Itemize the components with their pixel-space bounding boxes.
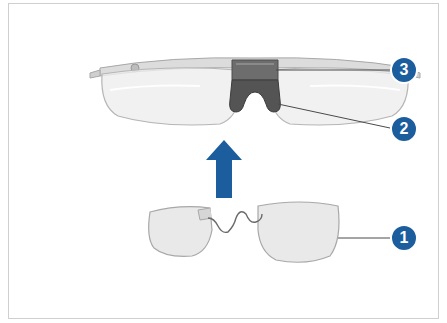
insert-wire — [208, 212, 262, 233]
lens-highlight — [310, 86, 400, 91]
leader-line — [276, 70, 390, 71]
callout-number: 3 — [390, 56, 418, 84]
nose-pad — [230, 80, 281, 112]
callout-number: 1 — [390, 224, 418, 252]
insert-arrow — [206, 140, 242, 198]
lens-highlight — [110, 86, 200, 91]
leader-line — [338, 238, 390, 239]
insert-lens-left — [149, 207, 212, 257]
leader-line — [278, 104, 390, 128]
callout-number: 2 — [390, 115, 418, 143]
bridge-part — [232, 60, 278, 80]
frame-border — [9, 4, 439, 319]
insert-lens-right — [258, 202, 339, 262]
temple-left — [90, 70, 100, 78]
bridge-highlight — [236, 63, 274, 65]
lens-right — [272, 68, 408, 125]
lens-left — [102, 68, 238, 125]
